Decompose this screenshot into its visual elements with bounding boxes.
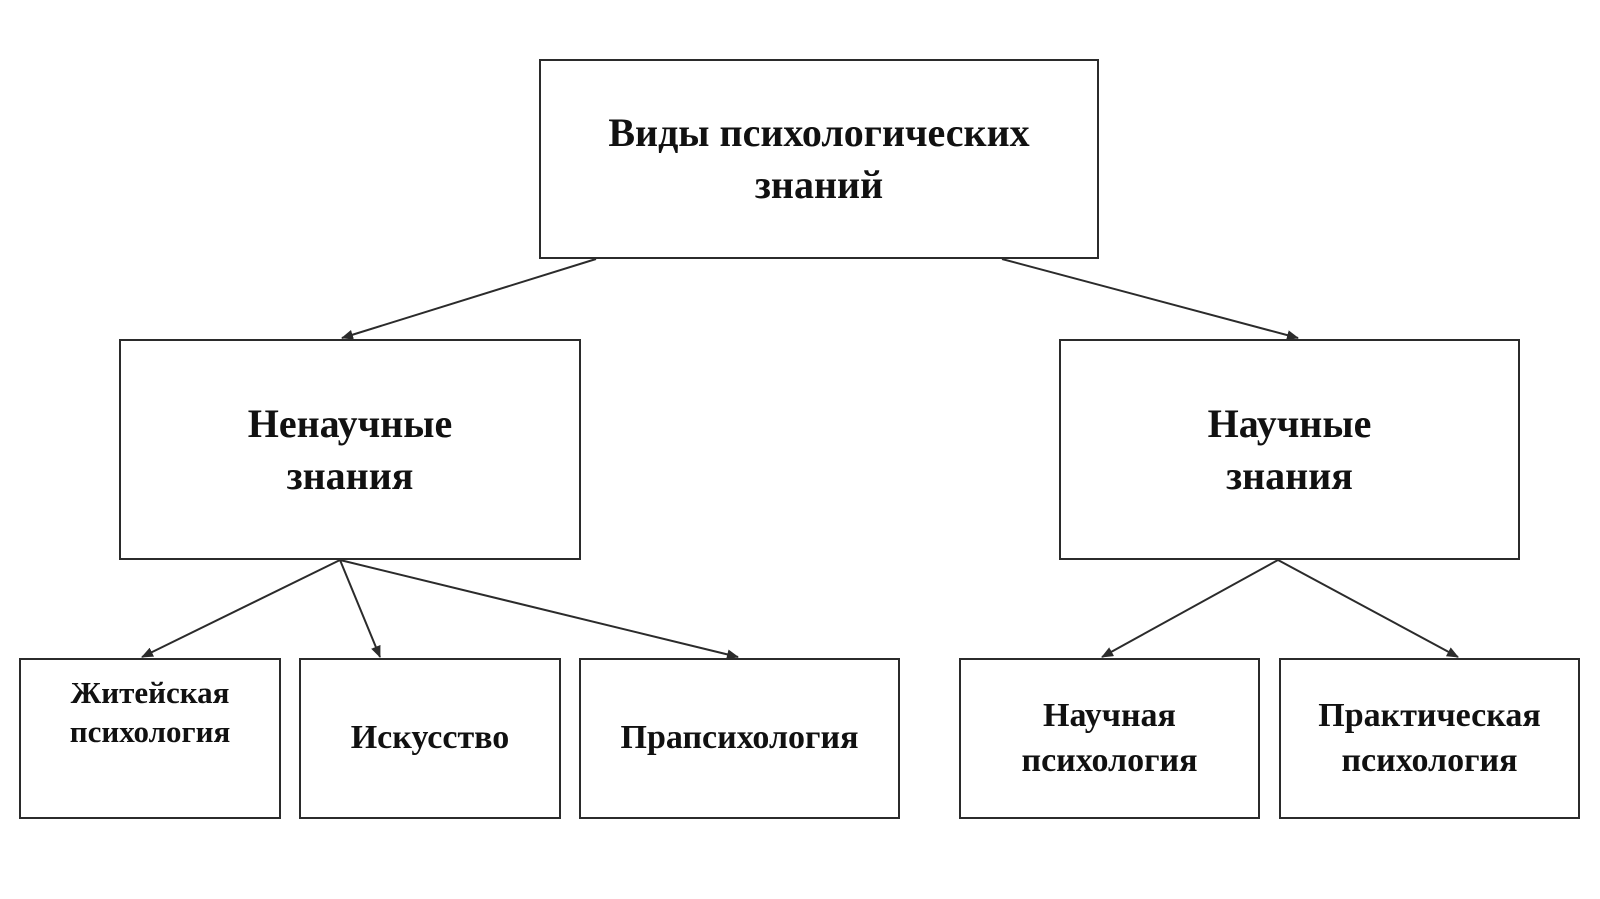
- scientific-knowledge-node: Научные знания: [1059, 339, 1520, 560]
- everyday-psychology-label-line1: Житейская: [70, 675, 230, 710]
- arrow-scientific-to-practical-psychology: [1277, 559, 1459, 658]
- everyday-psychology-label-line2: психология: [69, 713, 231, 749]
- scientific-psychology-label-line2: психология: [1021, 741, 1198, 779]
- root-node-label-line1: Виды психологических: [608, 110, 1030, 155]
- parapsychology-node: Прапсихология: [579, 658, 900, 819]
- scientific-knowledge-label-line1: Научные: [1207, 400, 1372, 446]
- scientific-psychology-text: Научная психология: [1021, 694, 1197, 782]
- everyday-psychology-text: Житейская психология: [70, 674, 231, 752]
- arrow-scientific-to-scientific-psychology: [1101, 559, 1279, 658]
- arrow-unscientific-to-art: [339, 559, 381, 658]
- unscientific-knowledge-text: Ненаучные знания: [248, 398, 452, 502]
- arrow-unscientific-to-everyday: [141, 559, 341, 658]
- practical-psychology-label-line1: Практическая: [1318, 697, 1541, 735]
- arrow-unscientific-to-parapsychology: [339, 559, 739, 660]
- unscientific-knowledge-node: Ненаучные знания: [119, 339, 581, 560]
- unscientific-knowledge-label-line2: знания: [286, 452, 414, 498]
- art-node: Искусство: [299, 658, 561, 819]
- practical-psychology-node: Практическая психология: [1279, 658, 1580, 819]
- scientific-knowledge-text: Научные знания: [1208, 398, 1372, 502]
- root-node-text: Виды психологических знаний: [608, 107, 1029, 211]
- root-node: Виды психологических знаний: [539, 59, 1099, 259]
- scientific-knowledge-label-line2: знания: [1226, 452, 1353, 498]
- practical-psychology-text: Практическая психология: [1318, 694, 1540, 782]
- parapsychology-text: Прапсихология: [621, 716, 859, 760]
- root-node-label-line2: знаний: [754, 162, 884, 207]
- arrow-root-to-unscientific: [341, 258, 597, 340]
- everyday-psychology-node: Житейская психология: [19, 658, 281, 819]
- art-label: Искусство: [350, 719, 510, 757]
- parapsychology-label: Прапсихология: [620, 719, 859, 757]
- scientific-psychology-node: Научная психология: [959, 658, 1260, 819]
- art-text: Искусство: [351, 716, 510, 760]
- arrow-root-to-scientific: [1001, 258, 1299, 340]
- unscientific-knowledge-label-line1: Ненаучные: [247, 400, 453, 446]
- scientific-psychology-label-line1: Научная: [1043, 697, 1176, 735]
- practical-psychology-label-line2: психология: [1341, 741, 1518, 779]
